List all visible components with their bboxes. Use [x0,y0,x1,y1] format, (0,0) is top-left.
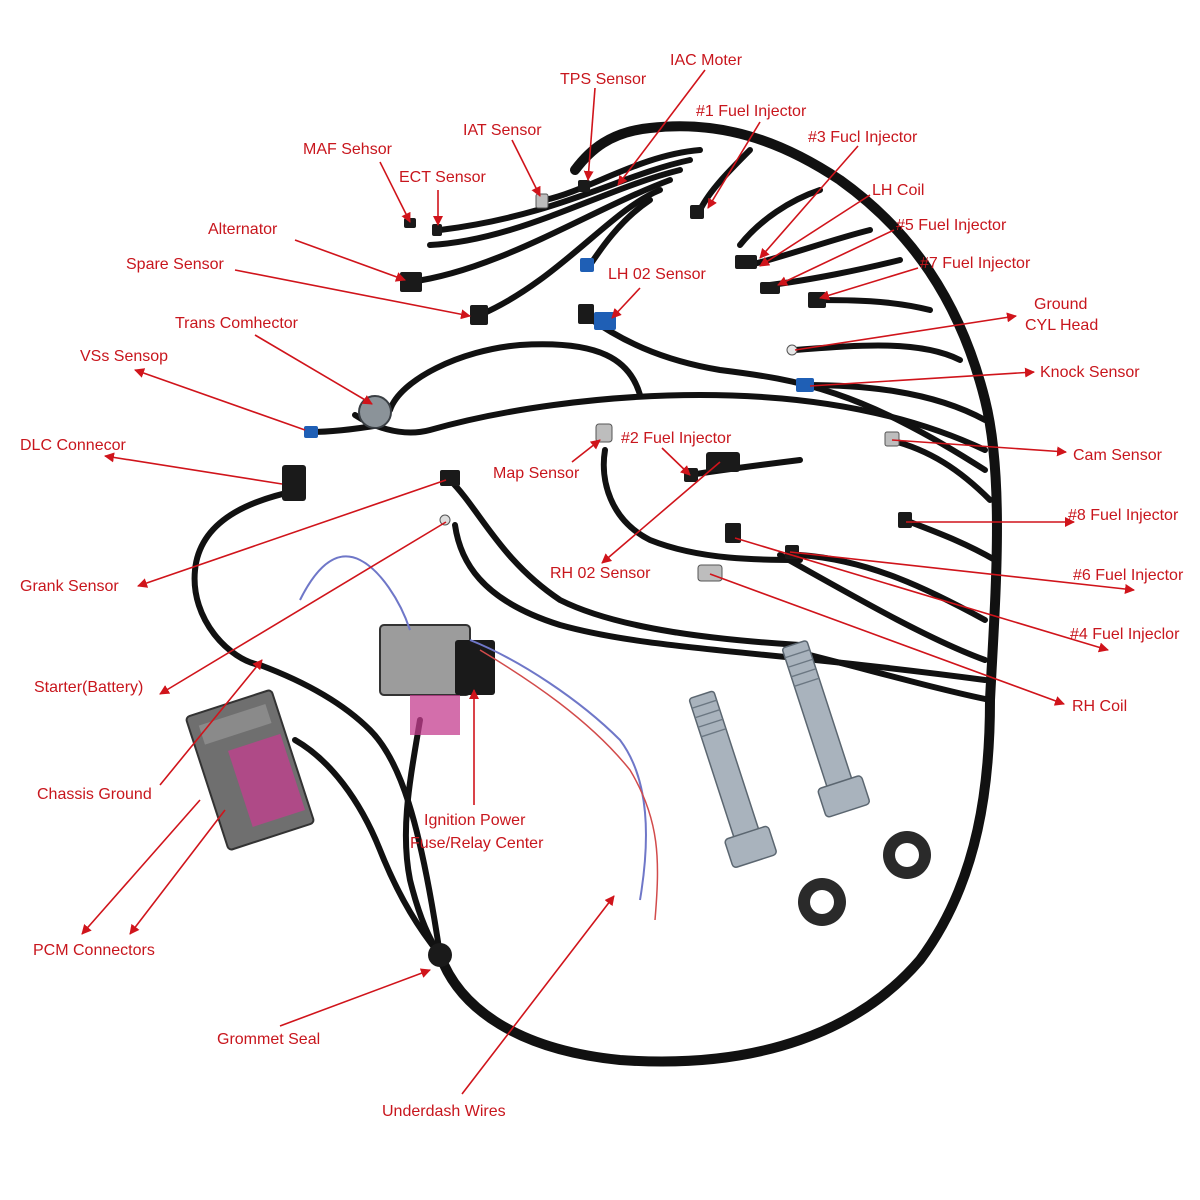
label-fuel-injector-5: #5 Fuel Injector [896,217,1007,234]
label-dlc-connector: DLC Connecor [20,437,127,454]
label-fuel-injector-2: #2 Fuel Injector [621,430,732,447]
label-rh-o2-sensor: RH 02 Sensor [550,565,651,582]
label-map-sensor: Map Sensor [493,465,580,482]
label-underdash-wires: Underdash Wires [382,1103,506,1120]
label-ect-sensor: ECT Sensor [399,169,487,186]
label-maf-sensor: MAF Sehsor [303,141,393,158]
label-rh-coil: RH Coil [1072,698,1127,715]
label-grommet-seal: Grommet Seal [217,1031,320,1048]
label-starter-battery: Starter(Battery) [34,679,143,696]
label-fuse-relay-center: Fuse/Relay Center [410,835,544,852]
label-lh-o2-sensor: LH 02 Sensor [608,266,707,283]
connectors [282,180,912,582]
callout-arrows [81,69,1135,1095]
mounting-bolts [688,640,931,926]
label-alternator: Alternator [208,221,278,238]
label-fuel-injector-3: #3 Fucl Injector [808,129,918,146]
callout-labels: IAC Moter TPS Sensor #1 Fuel Injector IA… [20,52,1184,1120]
pcm-and-fuse-center [185,555,659,967]
label-lh-coil: LH Coil [872,182,924,199]
label-knock-sensor: Knock Sensor [1040,364,1140,381]
label-fuel-injector-4: #4 Fuel Injeclor [1070,626,1180,643]
label-cam-sensor: Cam Sensor [1073,447,1163,464]
label-iat-sensor: IAT Sensor [463,122,542,139]
label-trans-connector: Trans Comhector [175,315,299,332]
label-chassis-ground: Chassis Ground [37,786,152,803]
harness-trunk [435,121,1002,1067]
label-ground: Ground [1034,296,1087,313]
label-fuel-injector-8: #8 Fuel Injector [1068,507,1179,524]
label-fuel-injector-7: #7 Fuel Injector [920,255,1031,272]
label-crank-sensor: Grank Sensor [20,578,119,595]
label-iac-motor: IAC Moter [670,52,743,69]
label-cyl-head: CYL Head [1025,317,1098,334]
label-ignition-power: Ignition Power [424,812,526,829]
label-vss-sensor: VSs Sensop [80,348,168,365]
sensor-branches [191,147,988,958]
label-tps-sensor: TPS Sensor [560,71,647,88]
label-spare-sensor: Spare Sensor [126,256,225,273]
label-pcm-connectors: PCM Connectors [33,942,155,959]
label-fuel-injector-1: #1 Fuel Injector [696,103,807,120]
label-fuel-injector-6: #6 Fuel Injector [1073,567,1184,584]
